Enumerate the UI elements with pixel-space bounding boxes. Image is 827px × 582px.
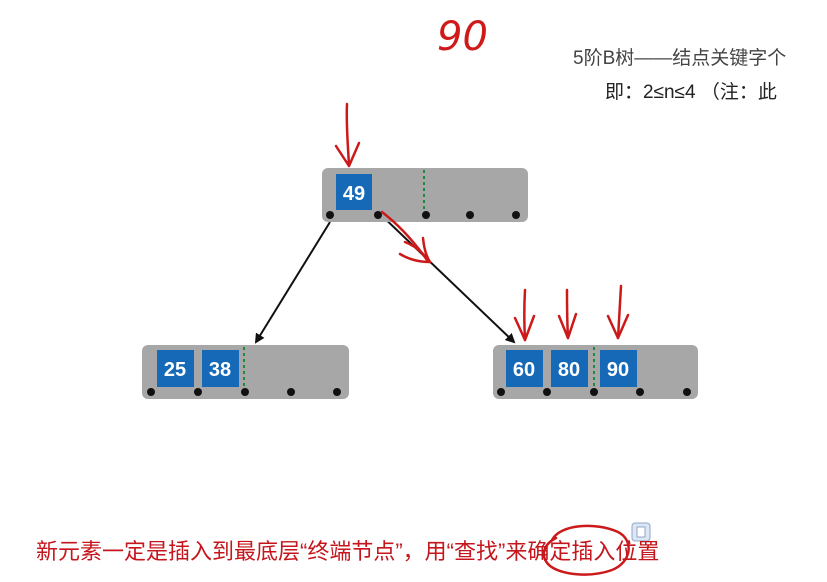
pointer-dot <box>497 388 505 396</box>
root-node: 49 <box>322 168 528 222</box>
left-node: 25 38 <box>142 345 349 399</box>
root-key-1: 49 <box>343 183 365 205</box>
right-key-1: 60 <box>513 359 535 381</box>
left-key-2: 38 <box>209 359 231 381</box>
left-key-2-box <box>202 350 239 387</box>
left-key-1-box <box>157 350 194 387</box>
pointer-dot <box>590 388 598 396</box>
root-key-1-box <box>336 174 372 210</box>
right-key-1-box <box>506 350 543 387</box>
pointer-dot <box>636 388 644 396</box>
pointer-dot <box>543 388 551 396</box>
caption: 新元素一定是插入到最底层“终端节点”，用“查找”来确定插入位置 <box>36 539 659 564</box>
pointer-dot <box>683 388 691 396</box>
red-arrow-root <box>345 102 351 168</box>
right-key-2-box <box>551 350 588 387</box>
pointer-dot <box>194 388 202 396</box>
red-arrow-90 <box>616 284 623 340</box>
pointer-dot <box>241 388 249 396</box>
header-line-1: 5阶B树——结点关键字个 <box>573 47 786 69</box>
pointer-dot <box>466 211 474 219</box>
highlight-circle <box>542 524 630 576</box>
right-key-2: 80 <box>558 359 580 381</box>
pointer-dot <box>512 211 520 219</box>
caption-before: 新元素一定是插入到最底层“终端节点”，用 <box>36 539 447 564</box>
right-key-3: 90 <box>607 359 629 381</box>
pointer-dot <box>374 211 382 219</box>
pointer-dot <box>422 211 430 219</box>
edge-root-right <box>377 211 516 344</box>
caption-highlight: “查找” <box>447 539 506 564</box>
edge-root-left <box>254 221 331 344</box>
pointer-dot <box>333 388 341 396</box>
right-node: 60 80 90 <box>493 345 698 399</box>
left-key-1: 25 <box>164 359 186 381</box>
red-arrow-60 <box>523 288 527 342</box>
caption-after: 来确定插入位置 <box>505 539 659 564</box>
pointer-dot <box>326 211 334 219</box>
red-arrow-80 <box>565 288 570 340</box>
document-icon[interactable] <box>631 522 651 542</box>
pointer-dot <box>287 388 295 396</box>
header-line-2: 即：2≤n≤4 （注：此 <box>605 81 777 103</box>
pointer-dot <box>147 388 155 396</box>
red-annotations <box>334 102 630 576</box>
handwritten-note: 90 <box>437 14 488 60</box>
right-key-3-box <box>600 350 637 387</box>
